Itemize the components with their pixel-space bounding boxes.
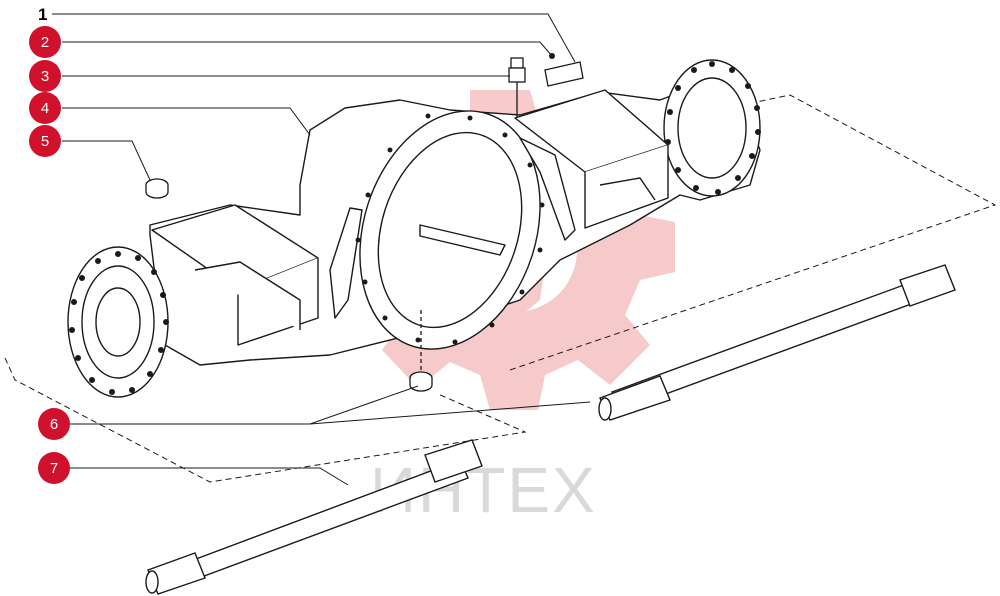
callout-1: 1	[38, 5, 47, 24]
callout-2: 2	[29, 26, 61, 58]
leader-lines	[52, 13, 591, 486]
callout-6-label: 6	[50, 416, 58, 433]
callout-5-label: 5	[41, 133, 49, 150]
callout-4: 4	[29, 92, 61, 124]
callout-7-badge	[38, 452, 70, 484]
callout-3-label: 3	[41, 68, 49, 85]
callout-2-badge	[29, 26, 61, 58]
part-3-breather	[508, 57, 526, 118]
axle-housing	[67, 59, 761, 398]
axle-shaft-lower	[145, 439, 483, 595]
callout-4-label: 4	[41, 100, 49, 117]
callout-3: 3	[29, 60, 61, 92]
callout-4-badge	[29, 92, 61, 124]
callout-5-badge	[29, 125, 61, 157]
left-flange-bolts	[69, 251, 169, 395]
callout-1-label: 1	[38, 5, 47, 24]
callout-3-badge	[29, 60, 61, 92]
right-flange-bolts	[665, 61, 761, 195]
callout-7-label: 7	[50, 460, 58, 477]
callout-5: 5	[29, 125, 61, 157]
part-2-plate	[544, 53, 584, 87]
callout-6-badge	[38, 408, 70, 440]
part-5-plug	[145, 178, 169, 199]
callout-6: 6	[38, 408, 70, 440]
callout-7: 7	[38, 452, 70, 484]
callout-2-label: 2	[41, 34, 49, 51]
dashed-assembly-lines	[4, 94, 997, 483]
part-6-plug	[409, 310, 433, 392]
center-ring-bolts	[355, 113, 545, 345]
axle-shaft-upper	[598, 264, 956, 421]
